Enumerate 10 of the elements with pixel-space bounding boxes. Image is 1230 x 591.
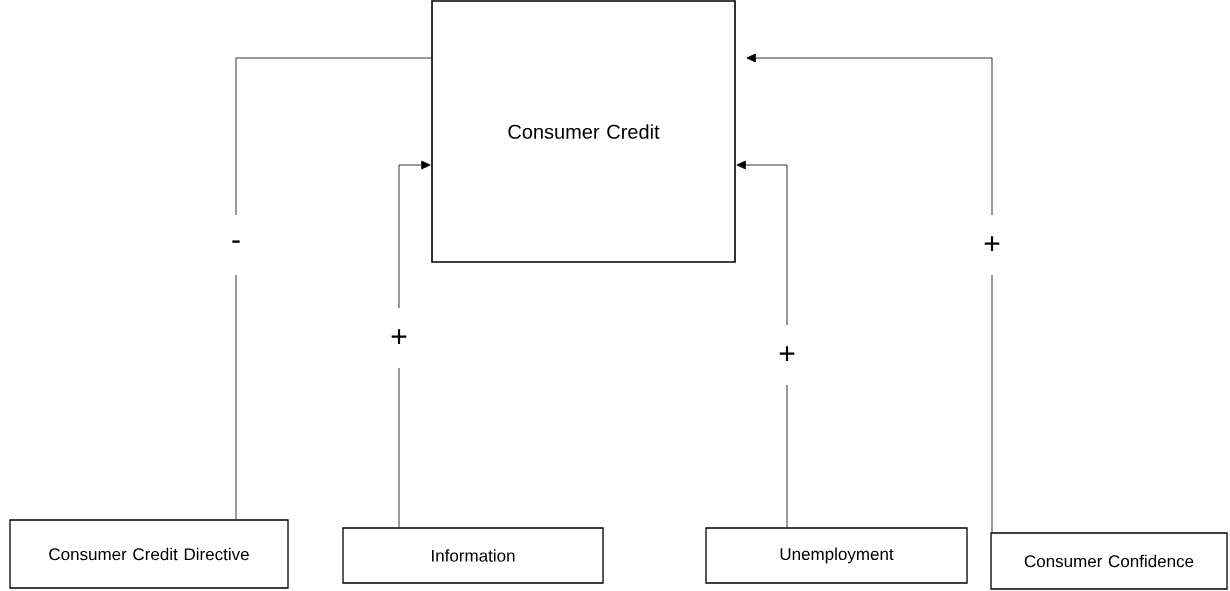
edge-label: - — [228, 215, 244, 275]
process-box: Consumer Credit — [431, 0, 736, 263]
edge-label: + — [980, 215, 1004, 275]
process-box: Consumer Credit Directive — [9, 519, 289, 589]
arrow — [746, 53, 993, 533]
edge-label: + — [387, 308, 411, 368]
edge-label: + — [775, 325, 799, 385]
process-box: Information — [342, 527, 604, 584]
process-box: Consumer Confidence — [990, 532, 1228, 590]
process-box: Unemployment — [705, 527, 968, 584]
